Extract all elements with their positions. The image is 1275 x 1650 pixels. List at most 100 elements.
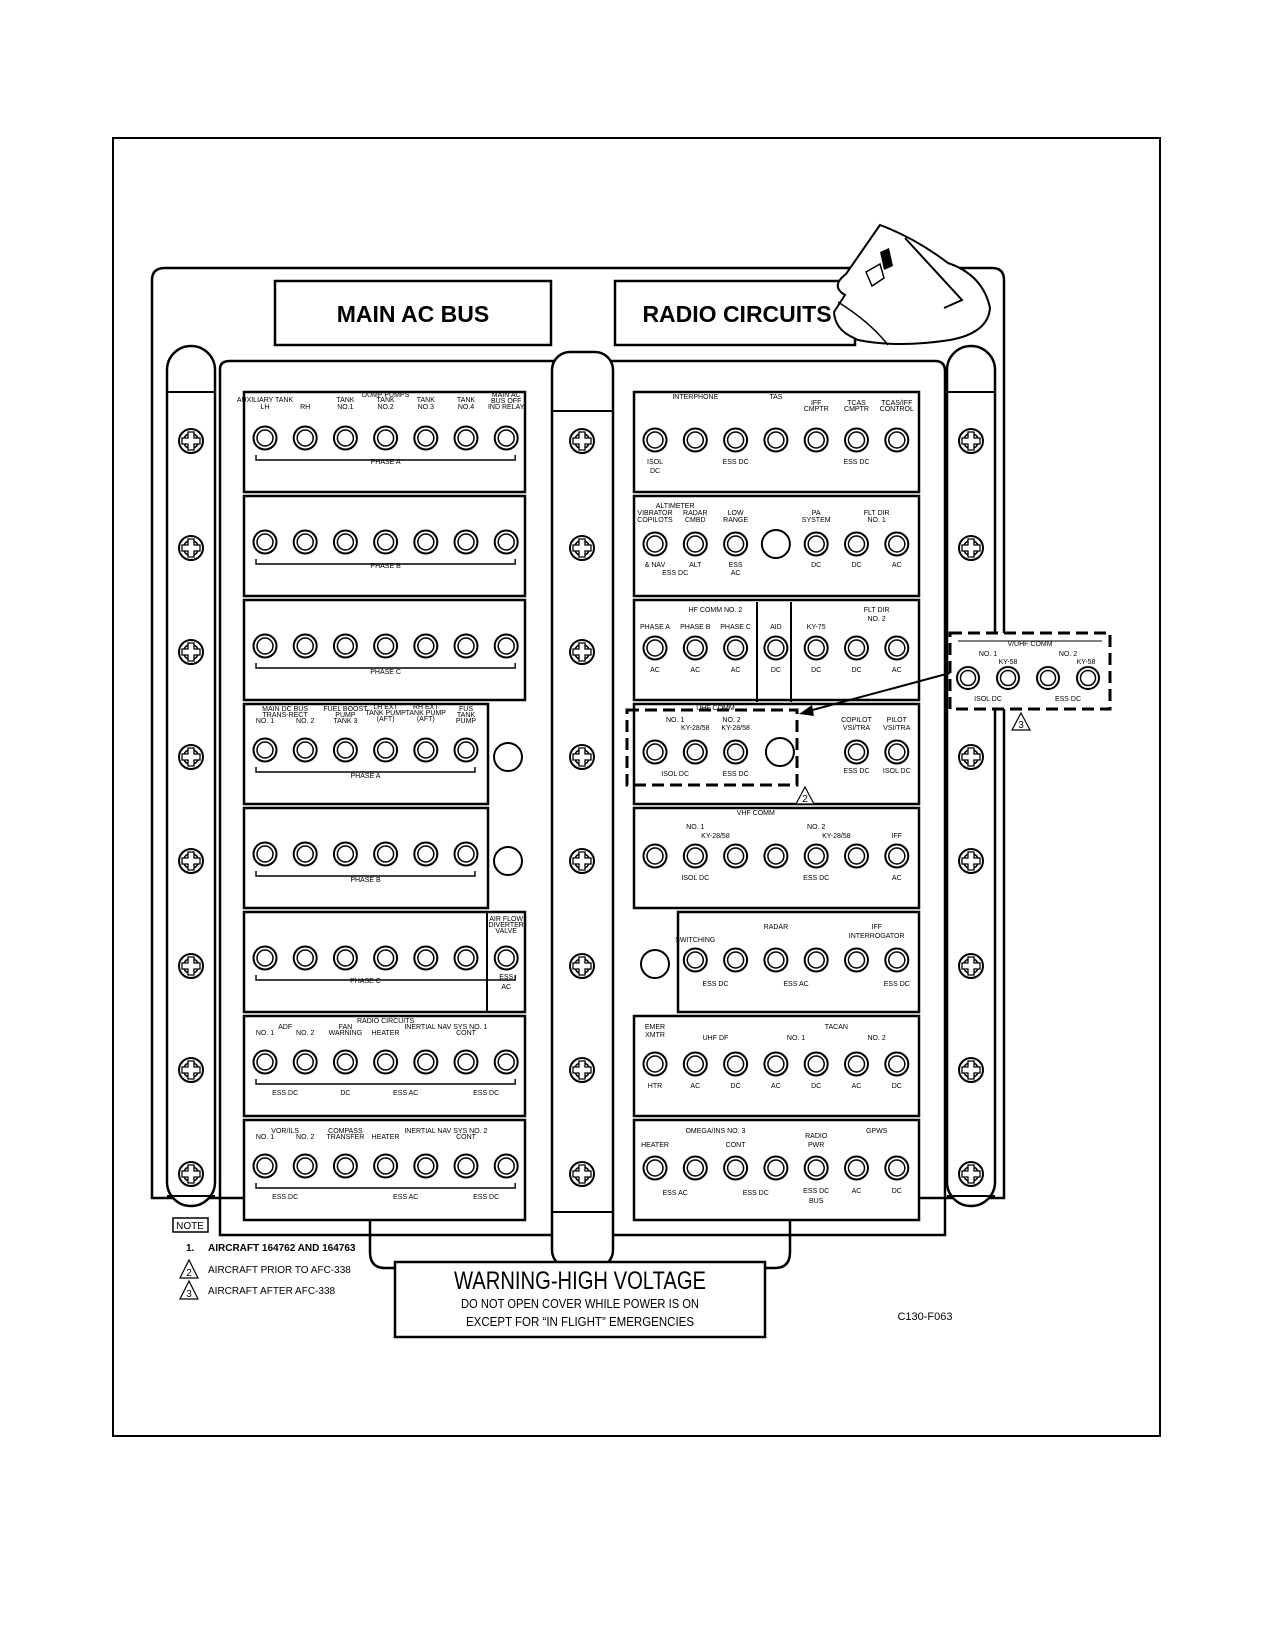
circuit-breaker[interactable]	[413, 841, 439, 867]
circuit-breaker[interactable]	[332, 425, 358, 451]
circuit-breaker[interactable]	[373, 529, 399, 555]
circuit-breaker[interactable]	[642, 1155, 668, 1181]
circuit-breaker[interactable]	[413, 633, 439, 659]
circuit-breaker[interactable]	[844, 635, 869, 661]
circuit-breaker[interactable]	[884, 739, 910, 765]
circuit-breaker[interactable]	[884, 1155, 910, 1181]
circuit-breaker[interactable]	[252, 425, 278, 451]
circuit-breaker[interactable]	[682, 843, 708, 869]
circuit-breaker[interactable]	[723, 947, 749, 973]
circuit-breaker[interactable]	[453, 1049, 479, 1075]
circuit-breaker[interactable]	[252, 841, 278, 867]
circuit-breaker[interactable]	[642, 739, 668, 765]
circuit-breaker[interactable]	[373, 425, 399, 451]
circuit-breaker[interactable]	[682, 1051, 708, 1077]
circuit-breaker[interactable]	[373, 945, 399, 971]
circuit-breaker[interactable]	[493, 425, 519, 451]
circuit-breaker[interactable]	[332, 1049, 358, 1075]
circuit-breaker[interactable]	[292, 425, 318, 451]
circuit-breaker[interactable]	[723, 531, 749, 557]
circuit-breaker[interactable]	[292, 633, 318, 659]
circuit-breaker[interactable]	[642, 635, 668, 661]
circuit-breaker[interactable]	[292, 1153, 318, 1179]
circuit-breaker[interactable]	[682, 739, 708, 765]
circuit-breaker[interactable]	[763, 1155, 789, 1181]
circuit-breaker[interactable]	[453, 1153, 479, 1179]
circuit-breaker[interactable]	[884, 531, 910, 557]
circuit-breaker[interactable]	[292, 841, 318, 867]
circuit-breaker[interactable]	[332, 841, 358, 867]
circuit-breaker[interactable]	[332, 633, 358, 659]
circuit-breaker[interactable]	[884, 427, 910, 453]
circuit-breaker[interactable]	[682, 1155, 708, 1181]
circuit-breaker[interactable]	[493, 1153, 519, 1179]
circuit-breaker[interactable]	[373, 633, 399, 659]
circuit-breaker[interactable]	[723, 843, 749, 869]
circuit-breaker[interactable]	[763, 1051, 789, 1077]
circuit-breaker[interactable]	[844, 1155, 869, 1181]
circuit-breaker[interactable]	[642, 843, 668, 869]
circuit-breaker[interactable]	[252, 1049, 278, 1075]
circuit-breaker[interactable]	[723, 635, 749, 661]
circuit-breaker[interactable]	[453, 841, 479, 867]
circuit-breaker[interactable]	[413, 737, 439, 763]
circuit-breaker[interactable]	[723, 427, 749, 453]
circuit-breaker[interactable]	[682, 635, 708, 661]
circuit-breaker[interactable]	[844, 843, 869, 869]
circuit-breaker[interactable]	[453, 737, 479, 763]
circuit-breaker[interactable]	[453, 529, 479, 555]
circuit-breaker[interactable]	[763, 947, 789, 973]
circuit-breaker[interactable]	[413, 945, 439, 971]
circuit-breaker[interactable]	[803, 531, 829, 557]
circuit-breaker[interactable]	[763, 635, 789, 661]
circuit-breaker[interactable]	[373, 737, 399, 763]
circuit-breaker[interactable]	[803, 1155, 829, 1181]
circuit-breaker[interactable]	[844, 427, 869, 453]
circuit-breaker[interactable]	[332, 737, 358, 763]
circuit-breaker[interactable]	[332, 529, 358, 555]
circuit-breaker[interactable]	[332, 945, 358, 971]
circuit-breaker[interactable]	[723, 1051, 749, 1077]
circuit-breaker[interactable]	[642, 427, 668, 453]
circuit-breaker[interactable]	[493, 529, 519, 555]
circuit-breaker[interactable]	[453, 425, 479, 451]
circuit-breaker[interactable]	[803, 843, 829, 869]
circuit-breaker[interactable]	[292, 529, 318, 555]
circuit-breaker[interactable]	[803, 635, 829, 661]
circuit-breaker[interactable]	[413, 1049, 439, 1075]
circuit-breaker[interactable]	[292, 737, 318, 763]
circuit-breaker[interactable]	[763, 843, 789, 869]
circuit-breaker[interactable]	[682, 427, 708, 453]
circuit-breaker[interactable]	[884, 843, 910, 869]
circuit-breaker[interactable]	[723, 739, 749, 765]
circuit-breaker[interactable]	[763, 427, 789, 453]
circuit-breaker[interactable]	[292, 945, 318, 971]
circuit-breaker[interactable]	[803, 1051, 829, 1077]
circuit-breaker[interactable]	[884, 947, 910, 973]
circuit-breaker[interactable]	[252, 737, 278, 763]
circuit-breaker[interactable]	[803, 427, 829, 453]
circuit-breaker[interactable]	[844, 1051, 869, 1077]
circuit-breaker[interactable]	[453, 633, 479, 659]
circuit-breaker[interactable]	[373, 1153, 399, 1179]
circuit-breaker[interactable]	[493, 945, 519, 971]
circuit-breaker[interactable]	[682, 531, 708, 557]
circuit-breaker[interactable]	[844, 739, 869, 765]
circuit-breaker[interactable]	[413, 1153, 439, 1179]
circuit-breaker[interactable]	[252, 529, 278, 555]
circuit-breaker[interactable]	[884, 635, 910, 661]
circuit-breaker[interactable]	[844, 531, 869, 557]
circuit-breaker[interactable]	[252, 945, 278, 971]
circuit-breaker[interactable]	[373, 1049, 399, 1075]
circuit-breaker[interactable]	[844, 947, 869, 973]
circuit-breaker[interactable]	[252, 1153, 278, 1179]
circuit-breaker[interactable]	[682, 947, 708, 973]
circuit-breaker[interactable]	[642, 1051, 668, 1077]
circuit-breaker[interactable]	[453, 945, 479, 971]
circuit-breaker[interactable]	[803, 947, 829, 973]
circuit-breaker[interactable]	[252, 633, 278, 659]
circuit-breaker[interactable]	[493, 633, 519, 659]
circuit-breaker[interactable]	[642, 531, 668, 557]
circuit-breaker[interactable]	[723, 1155, 749, 1181]
circuit-breaker[interactable]	[413, 425, 439, 451]
